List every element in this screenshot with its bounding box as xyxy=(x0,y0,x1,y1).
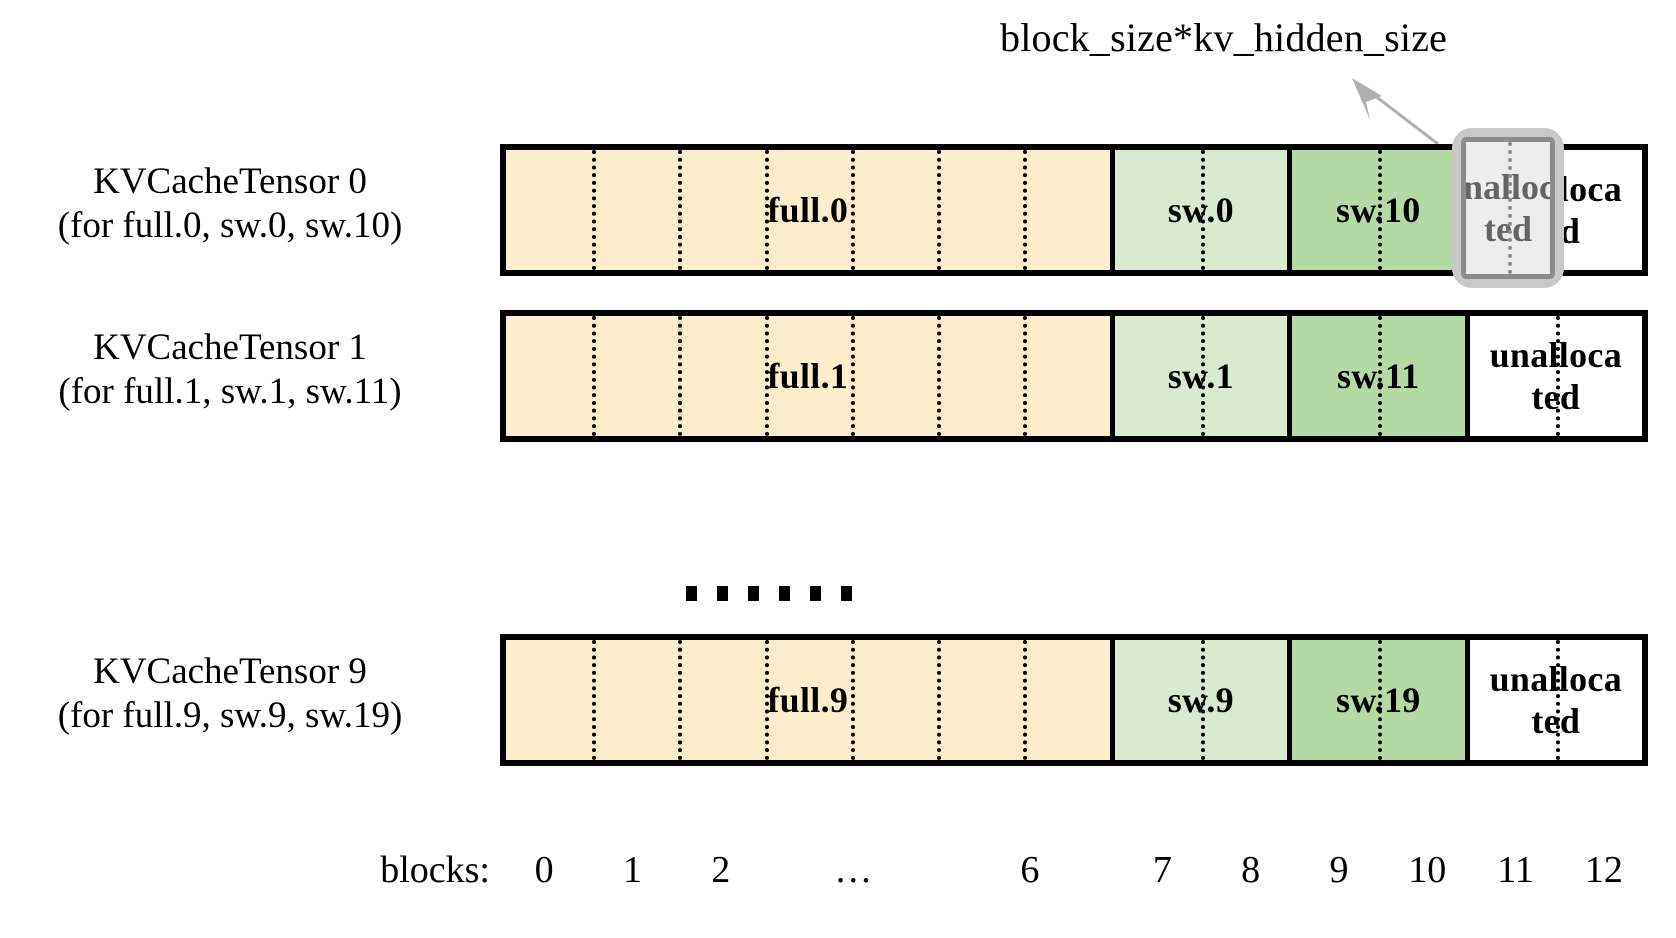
callout-label: block_size*kv_hidden_size xyxy=(1000,15,1448,60)
block-divider-dotted-icon xyxy=(850,316,855,436)
tensor-segment-label: full.0 xyxy=(767,190,849,230)
block-divider-dotted-icon xyxy=(764,640,769,760)
block-divider-dotted-icon xyxy=(937,150,942,270)
tensor-row-title: KVCacheTensor 9 xyxy=(93,651,367,692)
vertical-ellipsis xyxy=(686,586,852,601)
tensor-segment-label: sw.10 xyxy=(1336,190,1421,230)
blocks-axis-tick: … xyxy=(834,849,873,891)
tensor-segment[interactable]: full.9 xyxy=(506,640,1115,760)
block-divider-dotted-icon xyxy=(1023,150,1028,270)
block-divider-dotted-icon xyxy=(1023,640,1028,760)
block-divider-dotted-icon xyxy=(1200,640,1205,760)
blocks-axis-tick: 0 xyxy=(534,849,554,891)
tensor-segment-label: sw.9 xyxy=(1167,680,1234,720)
blocks-axis-tick: 8 xyxy=(1241,849,1261,891)
block-divider-dotted-icon xyxy=(1555,316,1560,436)
block-divider-dotted-icon xyxy=(1378,150,1383,270)
tensor-segment[interactable]: sw.10 xyxy=(1292,150,1470,270)
block-divider-dotted-icon xyxy=(1200,316,1205,436)
blocks-axis-tick: 12 xyxy=(1584,849,1623,891)
tensor-row-label: KVCacheTensor 0(for full.0, sw.0, sw.10) xyxy=(0,160,460,247)
block-divider-dotted-icon xyxy=(592,150,597,270)
tensor-segment[interactable]: sw.11 xyxy=(1292,316,1470,436)
tensor-segment[interactable]: full.1 xyxy=(506,316,1115,436)
tensor-row-label: KVCacheTensor 9(for full.9, sw.9, sw.19) xyxy=(0,650,460,737)
tensor-segment-label: full.1 xyxy=(767,356,849,396)
tensor-row-title: KVCacheTensor 0 xyxy=(93,161,367,202)
blocks-axis-tick: 6 xyxy=(1020,849,1040,891)
callout-arrow-icon xyxy=(1352,78,1439,146)
block-divider-dotted-icon xyxy=(937,640,942,760)
block-divider-dotted-icon xyxy=(764,316,769,436)
tensor-segment-label: sw.19 xyxy=(1336,680,1421,720)
blocks-axis-tick: 11 xyxy=(1497,849,1534,891)
block-divider-dotted-icon xyxy=(850,150,855,270)
tensor-segment-label: sw.1 xyxy=(1167,356,1234,396)
block-divider-dotted-icon xyxy=(764,150,769,270)
tensor-row-subtitle: (for full.9, sw.9, sw.19) xyxy=(57,694,403,736)
blocks-axis-tick: 2 xyxy=(711,849,731,891)
tensor-segment-label: sw.11 xyxy=(1337,356,1420,396)
block-divider-dotted-icon xyxy=(1200,150,1205,270)
blocks-axis-tick: 7 xyxy=(1152,849,1172,891)
block-divider-dotted-icon xyxy=(1555,640,1560,760)
blocks-axis-title: blocks: xyxy=(380,849,490,891)
tensor-row-subtitle: (for full.0, sw.0, sw.10) xyxy=(57,204,403,246)
tensor-segment[interactable]: sw.19 xyxy=(1292,640,1470,760)
tensor-segment[interactable]: full.0 xyxy=(506,150,1115,270)
tensor-segment[interactable]: sw.9 xyxy=(1114,640,1293,760)
tensor-segment[interactable]: sw.1 xyxy=(1114,316,1293,436)
tensor-segment-label: full.9 xyxy=(767,680,849,720)
block-divider-dotted-icon xyxy=(1378,640,1383,760)
block-divider-dotted-icon xyxy=(937,316,942,436)
blocks-axis-tick: 1 xyxy=(622,849,642,891)
block-divider-dotted-icon xyxy=(850,640,855,760)
block-divider-dotted-icon xyxy=(592,316,597,436)
blocks-axis-tick: 9 xyxy=(1329,849,1349,891)
tensor-row-title: KVCacheTensor 1 xyxy=(93,327,367,368)
block-divider-dotted-icon xyxy=(592,640,597,760)
tensor-row-label: KVCacheTensor 1(for full.1, sw.1, sw.11) xyxy=(0,326,460,413)
tensor-segment[interactable]: sw.0 xyxy=(1114,150,1293,270)
tensor-segment-label: sw.0 xyxy=(1167,190,1234,230)
block-divider-dotted-icon xyxy=(1023,316,1028,436)
blocks-axis-tick: 10 xyxy=(1408,849,1447,891)
block-divider-dotted-icon xyxy=(1378,316,1383,436)
block-divider-dotted-icon xyxy=(678,640,683,760)
block-divider-dotted-icon xyxy=(678,316,683,436)
tensor-row-subtitle: (for full.1, sw.1, sw.11) xyxy=(58,370,402,412)
block-divider-dotted-icon xyxy=(678,150,683,270)
